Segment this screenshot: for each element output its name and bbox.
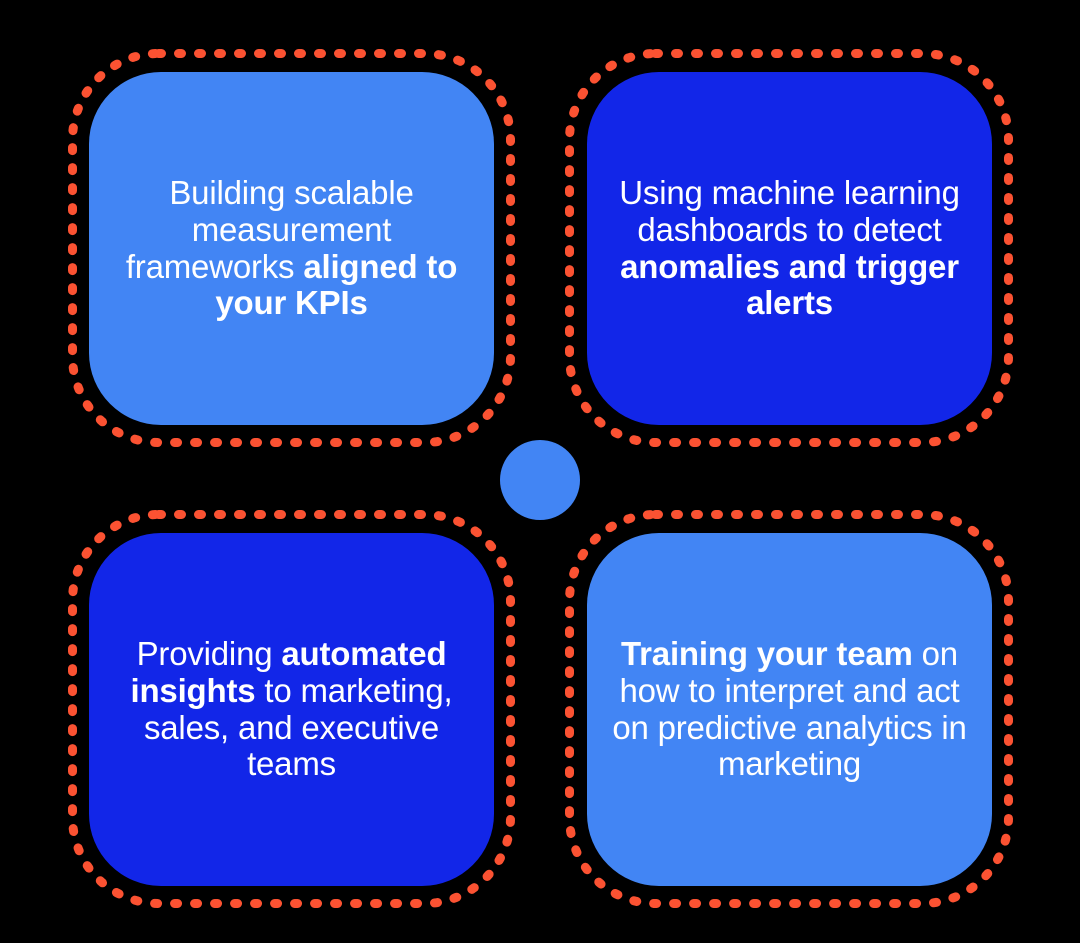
card-bottom-left[interactable]: Providing automated insights to marketin… [89, 533, 494, 886]
card-top-left[interactable]: Building scalable measurement frameworks… [89, 72, 494, 425]
quadrant-bottom-left: Providing automated insights to marketin… [68, 510, 515, 908]
card-bottom-left-text: Providing automated insights to marketin… [130, 634, 453, 783]
quadrant-top-right: Using machine learning dashboards to det… [565, 49, 1013, 447]
card-top-left-text: Building scalable measurement frameworks… [125, 173, 458, 322]
quadrant-top-left: Building scalable measurement frameworks… [68, 49, 515, 447]
quadrant-bottom-right: Training your team on how to interpret a… [565, 510, 1013, 908]
card-top-right[interactable]: Using machine learning dashboards to det… [587, 72, 992, 425]
card-bottom-right[interactable]: Training your team on how to interpret a… [587, 533, 992, 886]
center-node-dot[interactable] [500, 440, 580, 520]
card-top-right-text: Using machine learning dashboards to det… [619, 173, 960, 322]
card-bottom-right-text: Training your team on how to interpret a… [612, 634, 967, 783]
